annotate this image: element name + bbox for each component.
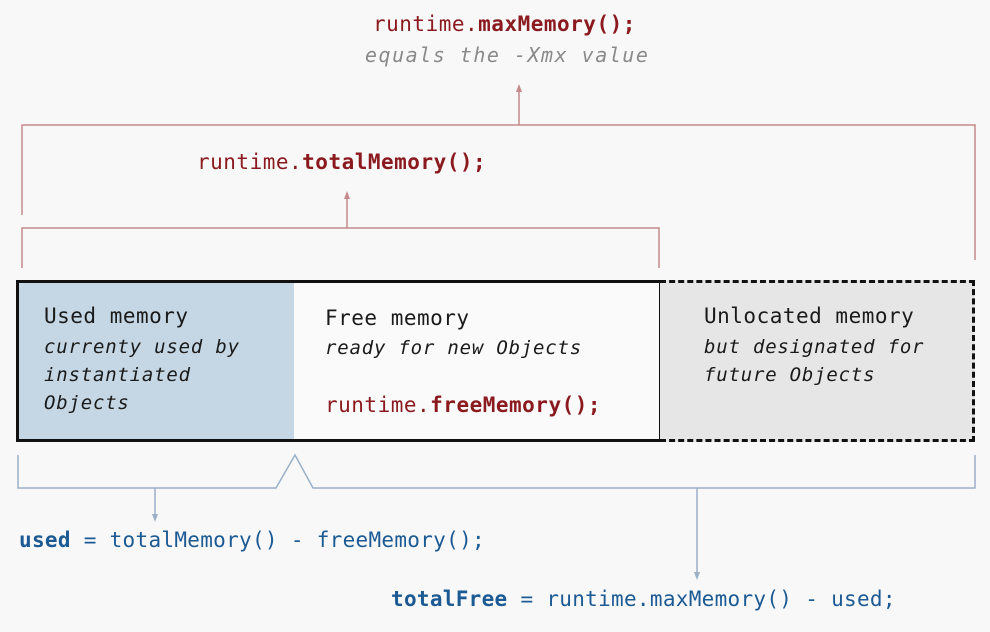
max-memory-call: runtime.maxMemory(); [373,12,636,36]
max-memory-prefix: runtime. [373,12,479,36]
free-memory-suffix: (); [561,393,602,417]
used-bracket [17,453,976,489]
total-memory-call: runtime.totalMemory(); [197,150,486,174]
max-memory-bracket [21,124,976,260]
used-memory-desc-1: currenty used by [44,336,240,358]
max-memory-comment: equals the -Xmx value [365,43,650,67]
total-free-formula-var: totalFree [391,587,508,611]
max-memory-suffix: (); [596,12,636,36]
total-memory-prefix: runtime. [197,150,303,174]
max-memory-method: maxMemory [478,12,597,36]
free-memory-method: freeMemory [430,393,562,417]
free-memory-box: Free memory ready for new Objects runtim… [294,280,662,442]
max-memory-arrowhead [516,84,522,92]
unlocated-memory-title: Unlocated memory [704,304,915,328]
free-memory-call: runtime.freeMemory(); [325,393,601,417]
used-formula: used = totalMemory() - freeMemory(); [19,528,485,552]
total-memory-arrowhead [344,191,350,199]
total-free-formula: totalFree = runtime.maxMemory() - used; [391,587,896,611]
unlocated-memory-desc-2: future Objects [704,364,876,386]
used-formula-var: used [19,528,71,552]
total-memory-suffix: (); [446,150,487,174]
free-memory-desc: ready for new Objects [325,337,583,359]
used-arrowhead [152,514,158,522]
free-memory-title: Free memory [325,306,470,330]
used-memory-desc-3: Objects [44,392,130,414]
total-free-formula-expr: = runtime.maxMemory() - used; [507,587,896,611]
unlocated-memory-desc-1: but designated for [704,336,925,358]
used-memory-desc-2: instantiated [44,364,191,386]
unlocated-memory-box: Unlocated memory but designated for futu… [660,280,975,442]
free-memory-prefix: runtime. [325,393,431,417]
total-free-arrowhead [694,572,700,580]
used-memory-title: Used memory [44,304,189,328]
used-memory-box: Used memory currenty used by instantiate… [16,280,297,442]
total-memory-method: totalMemory [302,150,447,174]
total-memory-bracket [21,227,660,268]
used-formula-expr: = totalMemory() - freeMemory(); [70,528,485,552]
